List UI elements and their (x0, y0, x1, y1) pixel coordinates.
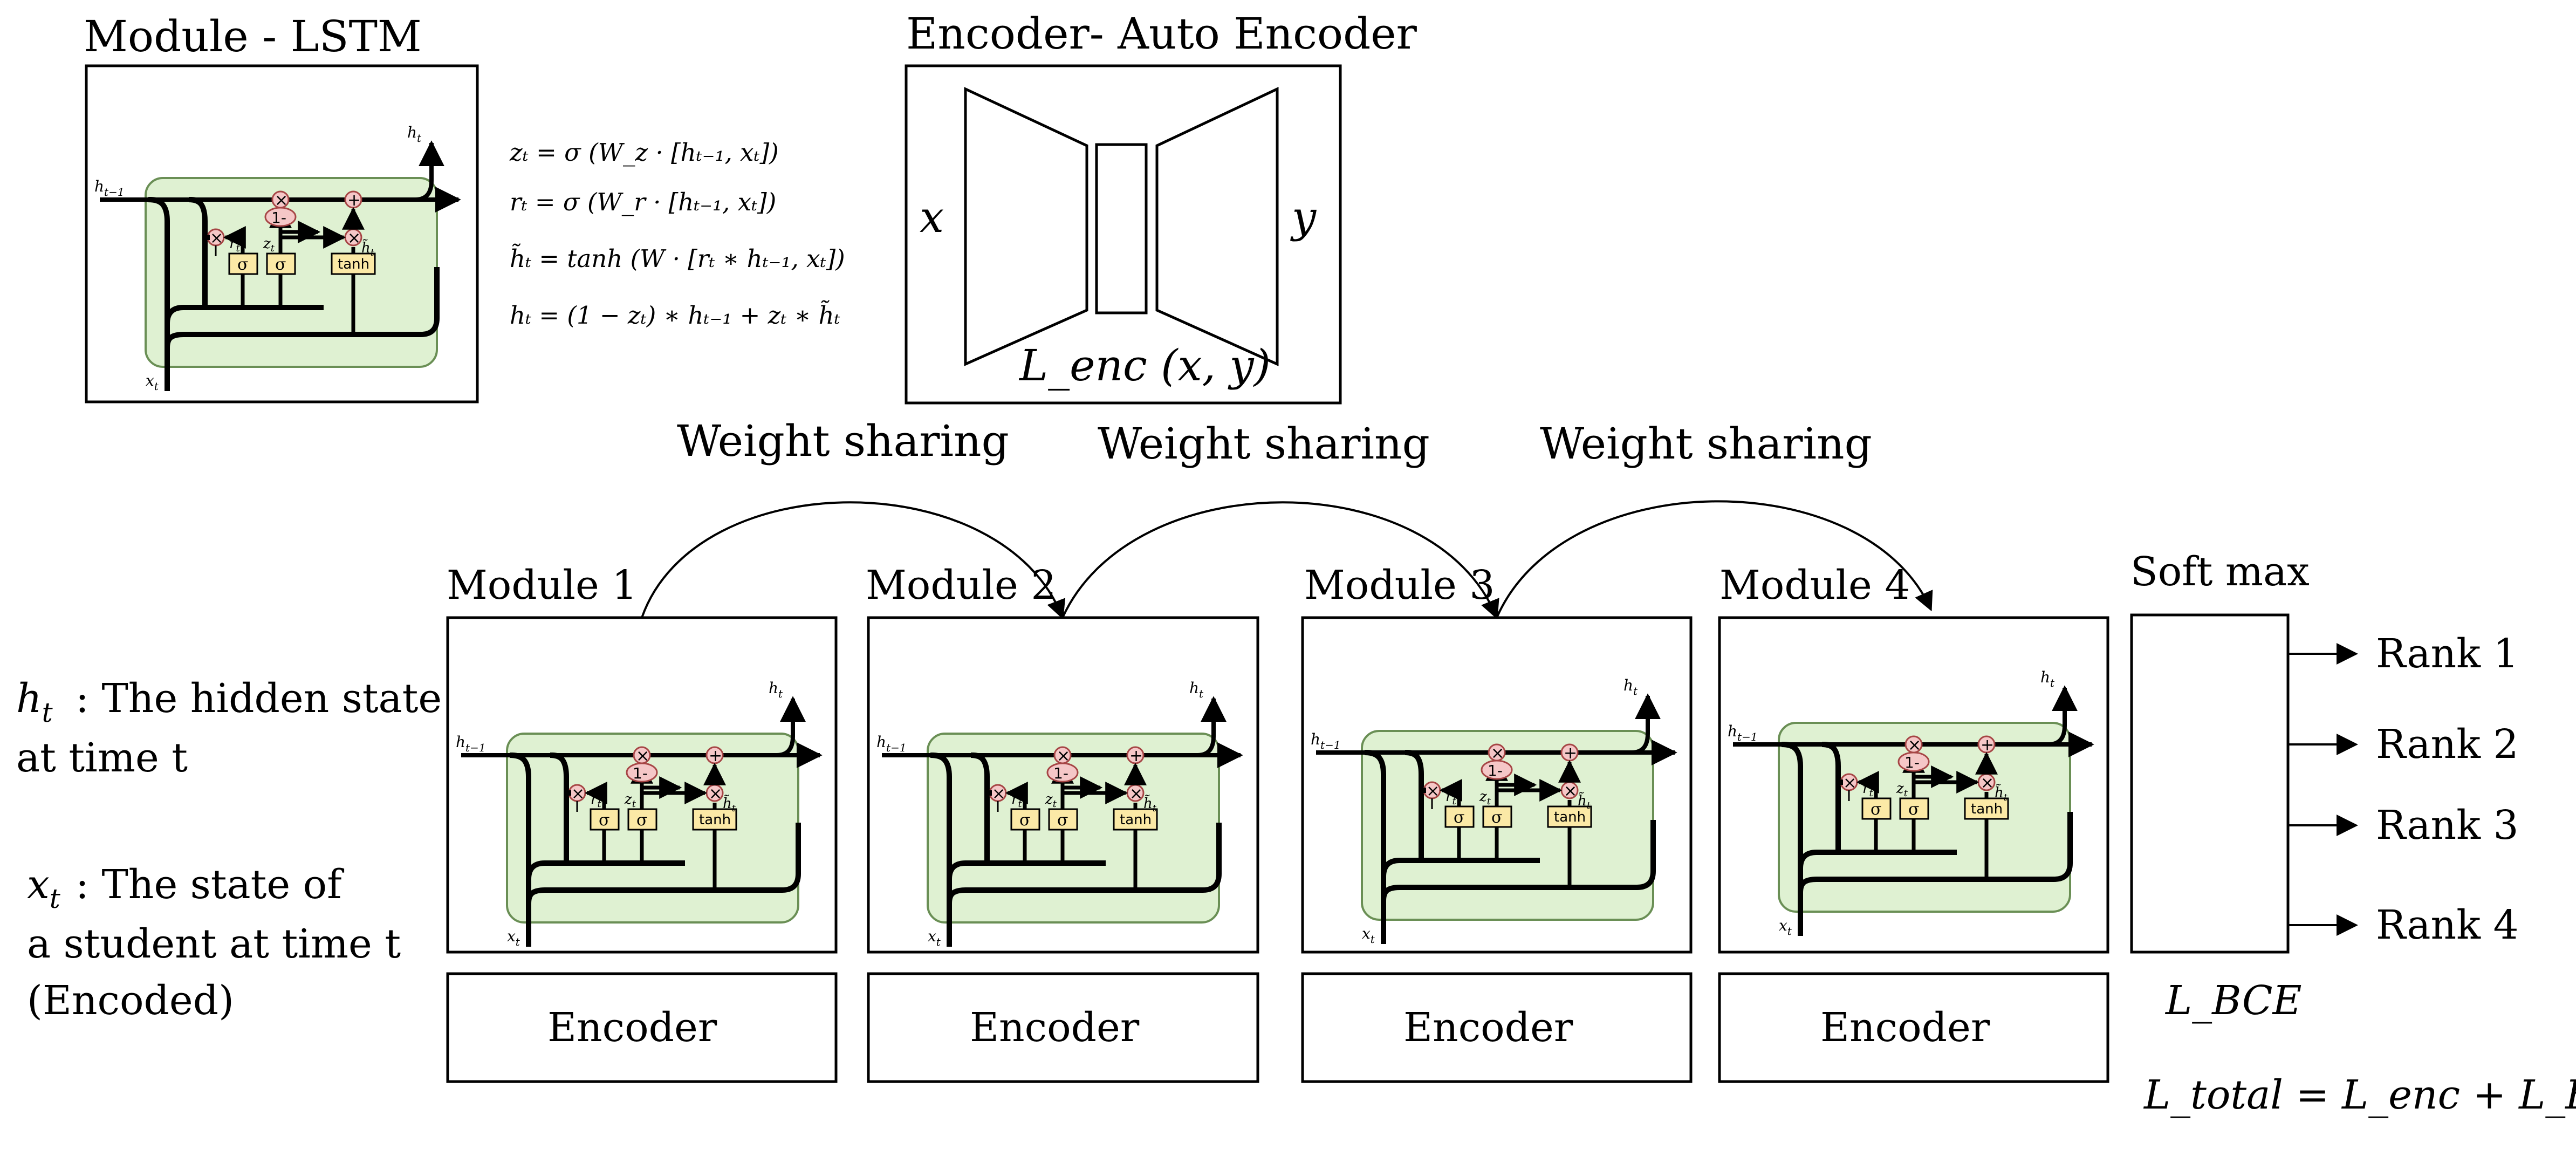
latent-bottleneck (1095, 143, 1148, 314)
equation-htilde: h̃ₜ = tanh (W · [rₜ ∗ hₜ₋₁, xₜ]) (510, 243, 845, 273)
weight-sharing-label-3: Weight sharing (1540, 419, 1872, 469)
module-title: Module 2 (866, 562, 1056, 608)
weight-sharing-arc-3 (1481, 500, 1933, 638)
encoder-label: Encoder (1403, 1004, 1573, 1051)
softmax-box (2130, 613, 2290, 954)
autoencoder-title: Encoder- Auto Encoder (906, 9, 1417, 59)
rank-3-label: Rank 3 (2376, 802, 2519, 849)
equation-h: hₜ = (1 − zₜ) ∗ hₜ₋₁ + zₜ ∗ h̃ₜ (510, 300, 840, 330)
bce-loss-label: L_BCE (2164, 977, 2302, 1024)
encoder-label: Encoder (547, 1004, 717, 1051)
legend-h-line1: : The hidden state (76, 675, 442, 722)
encoder-trapezoid (964, 87, 1088, 366)
encoder-label: Encoder (970, 1004, 1140, 1051)
ae-loss-label: L_enc (x, y) (1018, 340, 1271, 391)
weight-sharing-group: Weight sharing Weight sharing Weight sha… (627, 416, 1933, 638)
module-2: Module 2 Encoder (866, 562, 1259, 1083)
module-4: Module 4 Encoder (1718, 562, 2109, 1083)
softmax-panel: Soft max Rank 1 Rank 2 Rank 3 Rank 4 L_B… (2130, 549, 2576, 1118)
weight-sharing-arc-1 (627, 501, 1066, 638)
lstm-title: Module - LSTM (84, 11, 422, 61)
encoder-box (1718, 972, 2109, 1083)
rank-4-label: Rank 4 (2376, 902, 2519, 948)
rank-2-label: Rank 2 (2376, 721, 2519, 768)
encoder-label: Encoder (1820, 1004, 1990, 1051)
ae-input-label: x (920, 192, 944, 242)
lstm-module-panel: Module - LSTM (84, 11, 479, 403)
encoder-box (1301, 972, 1693, 1083)
legend-x-line2: a student at time t (27, 921, 401, 967)
legend: ht : The hidden state at time t xt : The… (16, 675, 442, 1024)
legend-x-line3: (Encoded) (27, 977, 234, 1024)
weight-sharing-label-2: Weight sharing (1098, 419, 1430, 469)
total-loss-label: L_total = L_enc + L_BCE (2143, 1072, 2576, 1118)
module-1: Module 1 Encoder (446, 562, 838, 1083)
decoder-trapezoid (1155, 87, 1279, 366)
module-title: Module 4 (1719, 562, 1910, 608)
module-title: Module 3 (1304, 562, 1495, 608)
gru-equations: zₜ = σ (W_z · [hₜ₋₁, xₜ]) rₜ = σ (W_r · … (509, 138, 845, 330)
ae-output-label: y (1290, 192, 1317, 242)
rank-1-label: Rank 1 (2376, 631, 2519, 677)
encoder-box (867, 972, 1259, 1083)
softmax-title: Soft max (2130, 549, 2310, 595)
legend-x-symbol: xt (27, 861, 61, 914)
weight-sharing-arc-2 (1061, 501, 1499, 620)
legend-x-line1: : The state of (76, 861, 344, 908)
module-3: Module 3 Encoder (1301, 562, 1693, 1083)
legend-h-line2: at time t (16, 735, 188, 781)
autoencoder-panel: Encoder- Auto Encoder x y L_enc (x, y) (905, 9, 1417, 405)
module-title: Module 1 (447, 562, 637, 608)
equation-z: zₜ = σ (W_z · [hₜ₋₁, xₜ]) (509, 138, 779, 167)
weight-sharing-label-1: Weight sharing (677, 416, 1009, 466)
encoder-box (446, 972, 838, 1083)
equation-r: rₜ = σ (W_r · [hₜ₋₁, xₜ]) (510, 188, 776, 216)
legend-h-symbol: ht (16, 675, 53, 728)
